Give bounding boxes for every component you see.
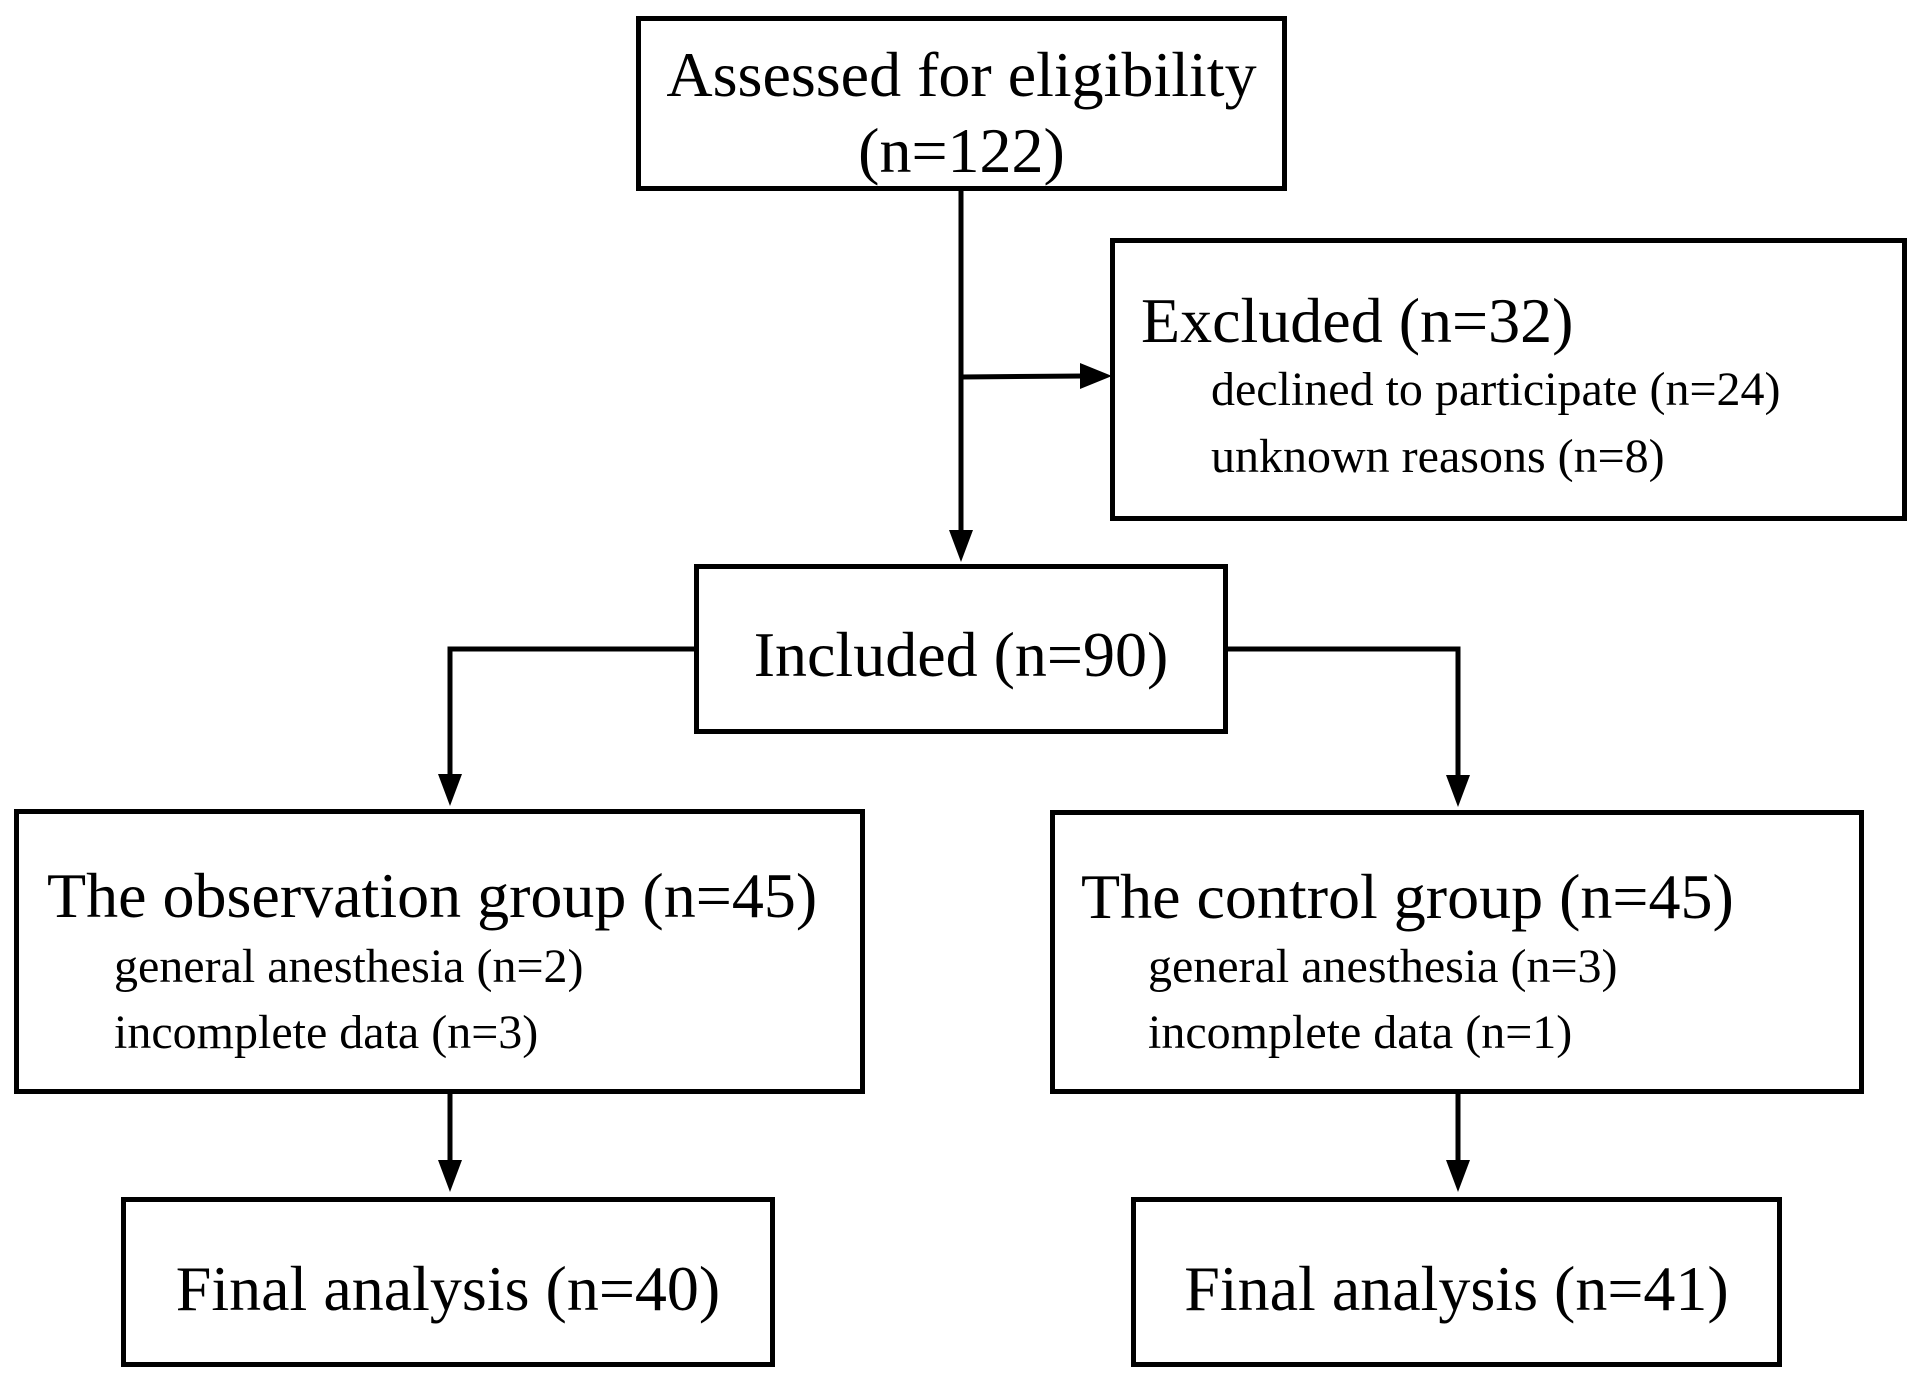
excluded-title: Excluded (n=32) — [1141, 285, 1574, 356]
observation-group-title: The observation group (n=45) — [47, 860, 818, 931]
arrow-to-excluded — [960, 373, 1085, 380]
control-group-title: The control group (n=45) — [1081, 861, 1734, 932]
excluded-reason-declined: declined to participate (n=24) — [1211, 363, 1781, 416]
final-analysis-observation-box: Final analysis (n=40) — [121, 1197, 775, 1367]
included-title: Included (n=90) — [753, 619, 1169, 690]
control-group-box: The control group (n=45) general anesthe… — [1050, 810, 1864, 1094]
arrowhead-final-control — [1446, 1160, 1470, 1192]
observation-general-anesthesia: general anesthesia (n=2) — [114, 940, 584, 993]
final-analysis-control-box: Final analysis (n=41) — [1131, 1197, 1782, 1367]
arrowhead-final-observation — [438, 1160, 462, 1192]
assessed-box: Assessed for eligibility (n=122) — [636, 16, 1287, 191]
final-analysis-observation-title: Final analysis (n=40) — [175, 1253, 721, 1324]
control-general-anesthesia: general anesthesia (n=3) — [1148, 940, 1618, 993]
arrowhead-observation — [438, 774, 462, 806]
observation-group-box: The observation group (n=45) general ane… — [14, 809, 865, 1094]
arrow-included-to-control — [1225, 646, 1461, 777]
included-box: Included (n=90) — [694, 564, 1228, 734]
final-analysis-control-title: Final analysis (n=41) — [1184, 1253, 1729, 1324]
assessed-title: Assessed for eligibility — [666, 39, 1257, 110]
arrowhead-included — [949, 530, 973, 562]
control-incomplete-data: incomplete data (n=1) — [1148, 1006, 1573, 1059]
excluded-box: Excluded (n=32) declined to participate … — [1110, 238, 1907, 521]
observation-incomplete-data: incomplete data (n=3) — [114, 1006, 539, 1059]
arrow-included-to-observation — [447, 646, 694, 776]
assessed-count: (n=122) — [858, 115, 1065, 186]
arrowhead-excluded — [1080, 363, 1112, 389]
arrowhead-control — [1446, 775, 1470, 807]
excluded-reason-unknown: unknown reasons (n=8) — [1211, 430, 1665, 483]
